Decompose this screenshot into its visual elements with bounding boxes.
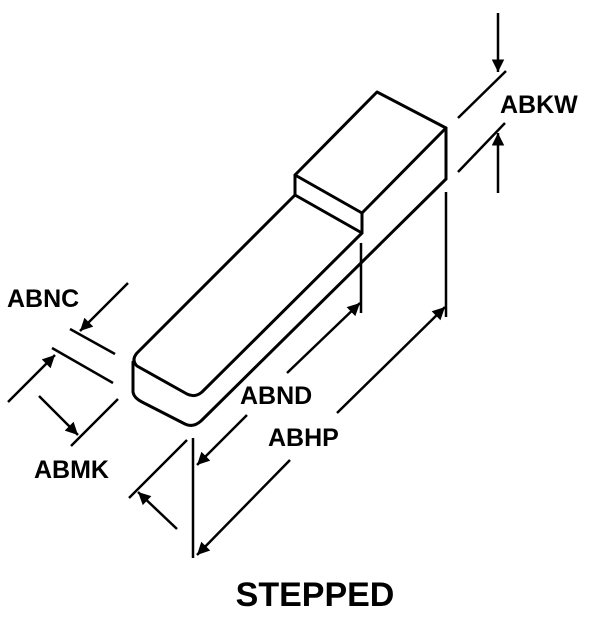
label-abnc: ABNC: [7, 285, 79, 313]
diagram-caption: STEPPED: [236, 576, 395, 614]
label-abkw: ABKW: [500, 91, 578, 119]
label-abmk: ABMK: [34, 456, 109, 484]
label-abnd: ABND: [240, 382, 312, 410]
dimension-lines: [7, 13, 507, 558]
part-outline: [131, 90, 448, 427]
label-abhp: ABHP: [268, 424, 339, 452]
